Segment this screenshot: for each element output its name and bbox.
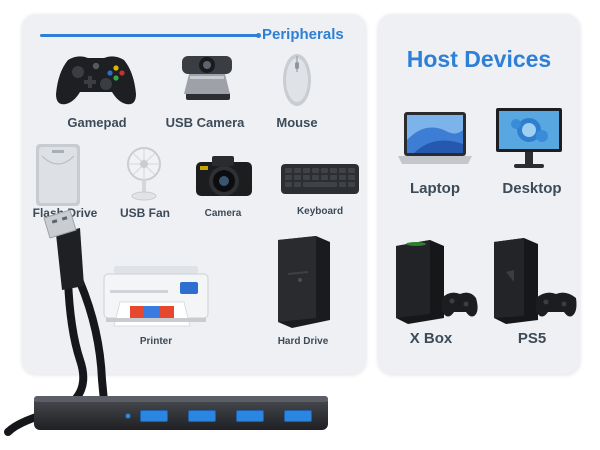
peripheral-label-gamepad: Gamepad (67, 115, 127, 130)
hard-drive-icon (278, 236, 330, 328)
host-label-ps5: PS5 (517, 330, 547, 347)
host-label-xbox: X Box (409, 330, 453, 347)
peripheral-label-hard-drive: Hard Drive (277, 336, 329, 347)
xbox-console-icon (396, 240, 478, 324)
host-label-laptop: Laptop (410, 180, 460, 197)
laptop-icon (398, 112, 472, 164)
fan-icon (127, 147, 161, 201)
usb-port-4 (284, 410, 312, 422)
peripherals-title-dot (256, 33, 261, 38)
peripheral-label-camera: Camera (204, 208, 242, 219)
peripherals-title-line (40, 34, 258, 37)
mouse-icon (283, 54, 311, 106)
camera-icon (196, 156, 252, 196)
usb-port-1 (140, 410, 168, 422)
host-devices-title: Host Devices (406, 46, 552, 72)
peripheral-label-mouse: Mouse (276, 115, 318, 130)
gamepad-icon (56, 56, 136, 105)
usb-port-3 (236, 410, 264, 422)
peripheral-label-printer: Printer (139, 336, 173, 347)
peripheral-label-keyboard: Keyboard (296, 206, 344, 217)
flash-drive-icon (36, 144, 80, 206)
peripherals-title: Peripherals (262, 26, 344, 43)
host-label-desktop: Desktop (502, 180, 562, 197)
printer-icon (103, 266, 209, 327)
usb-plug-icon (43, 209, 77, 239)
usb-port-2 (188, 410, 216, 422)
projector-camera-icon (182, 56, 232, 100)
keyboard-icon (281, 164, 359, 194)
desktop-icon (496, 108, 562, 168)
ps5-console-icon (494, 238, 577, 324)
peripheral-label-usb-camera: USB Camera (165, 115, 245, 130)
peripheral-label-usb-fan: USB Fan (119, 206, 170, 220)
